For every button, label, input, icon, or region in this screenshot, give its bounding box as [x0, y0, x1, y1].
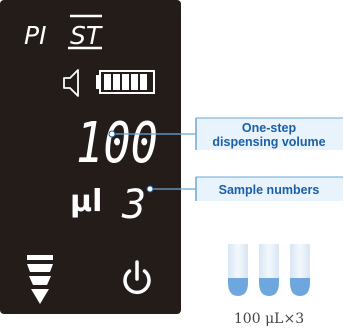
volume-callout-line2: dispensing volume — [212, 135, 325, 149]
samples-callout-box: Sample numbers — [195, 176, 343, 201]
samples-callout-text: Sample numbers — [219, 183, 320, 197]
sample-count: 3 — [121, 182, 146, 228]
tube-icon — [228, 244, 248, 296]
tube-icon — [259, 244, 279, 296]
mode-label-left: PI — [24, 21, 46, 50]
volume-callout-line1: One-step — [242, 121, 297, 135]
samples-callout-leader — [146, 185, 196, 193]
volume-callout-leader — [108, 130, 196, 138]
volume-unit: μl — [70, 184, 102, 219]
speaker-icon — [63, 69, 79, 97]
tube-icon — [290, 244, 310, 296]
tube-caption: 100 μL×3 — [234, 311, 304, 327]
battery-icon — [96, 70, 155, 94]
power-icon — [123, 260, 151, 295]
stacked-triangles-icon — [27, 255, 53, 304]
volume-callout-box: One-step dispensing volume — [195, 117, 343, 150]
volume-value: 100 — [76, 111, 158, 176]
mode-label-right: ST — [70, 21, 103, 50]
